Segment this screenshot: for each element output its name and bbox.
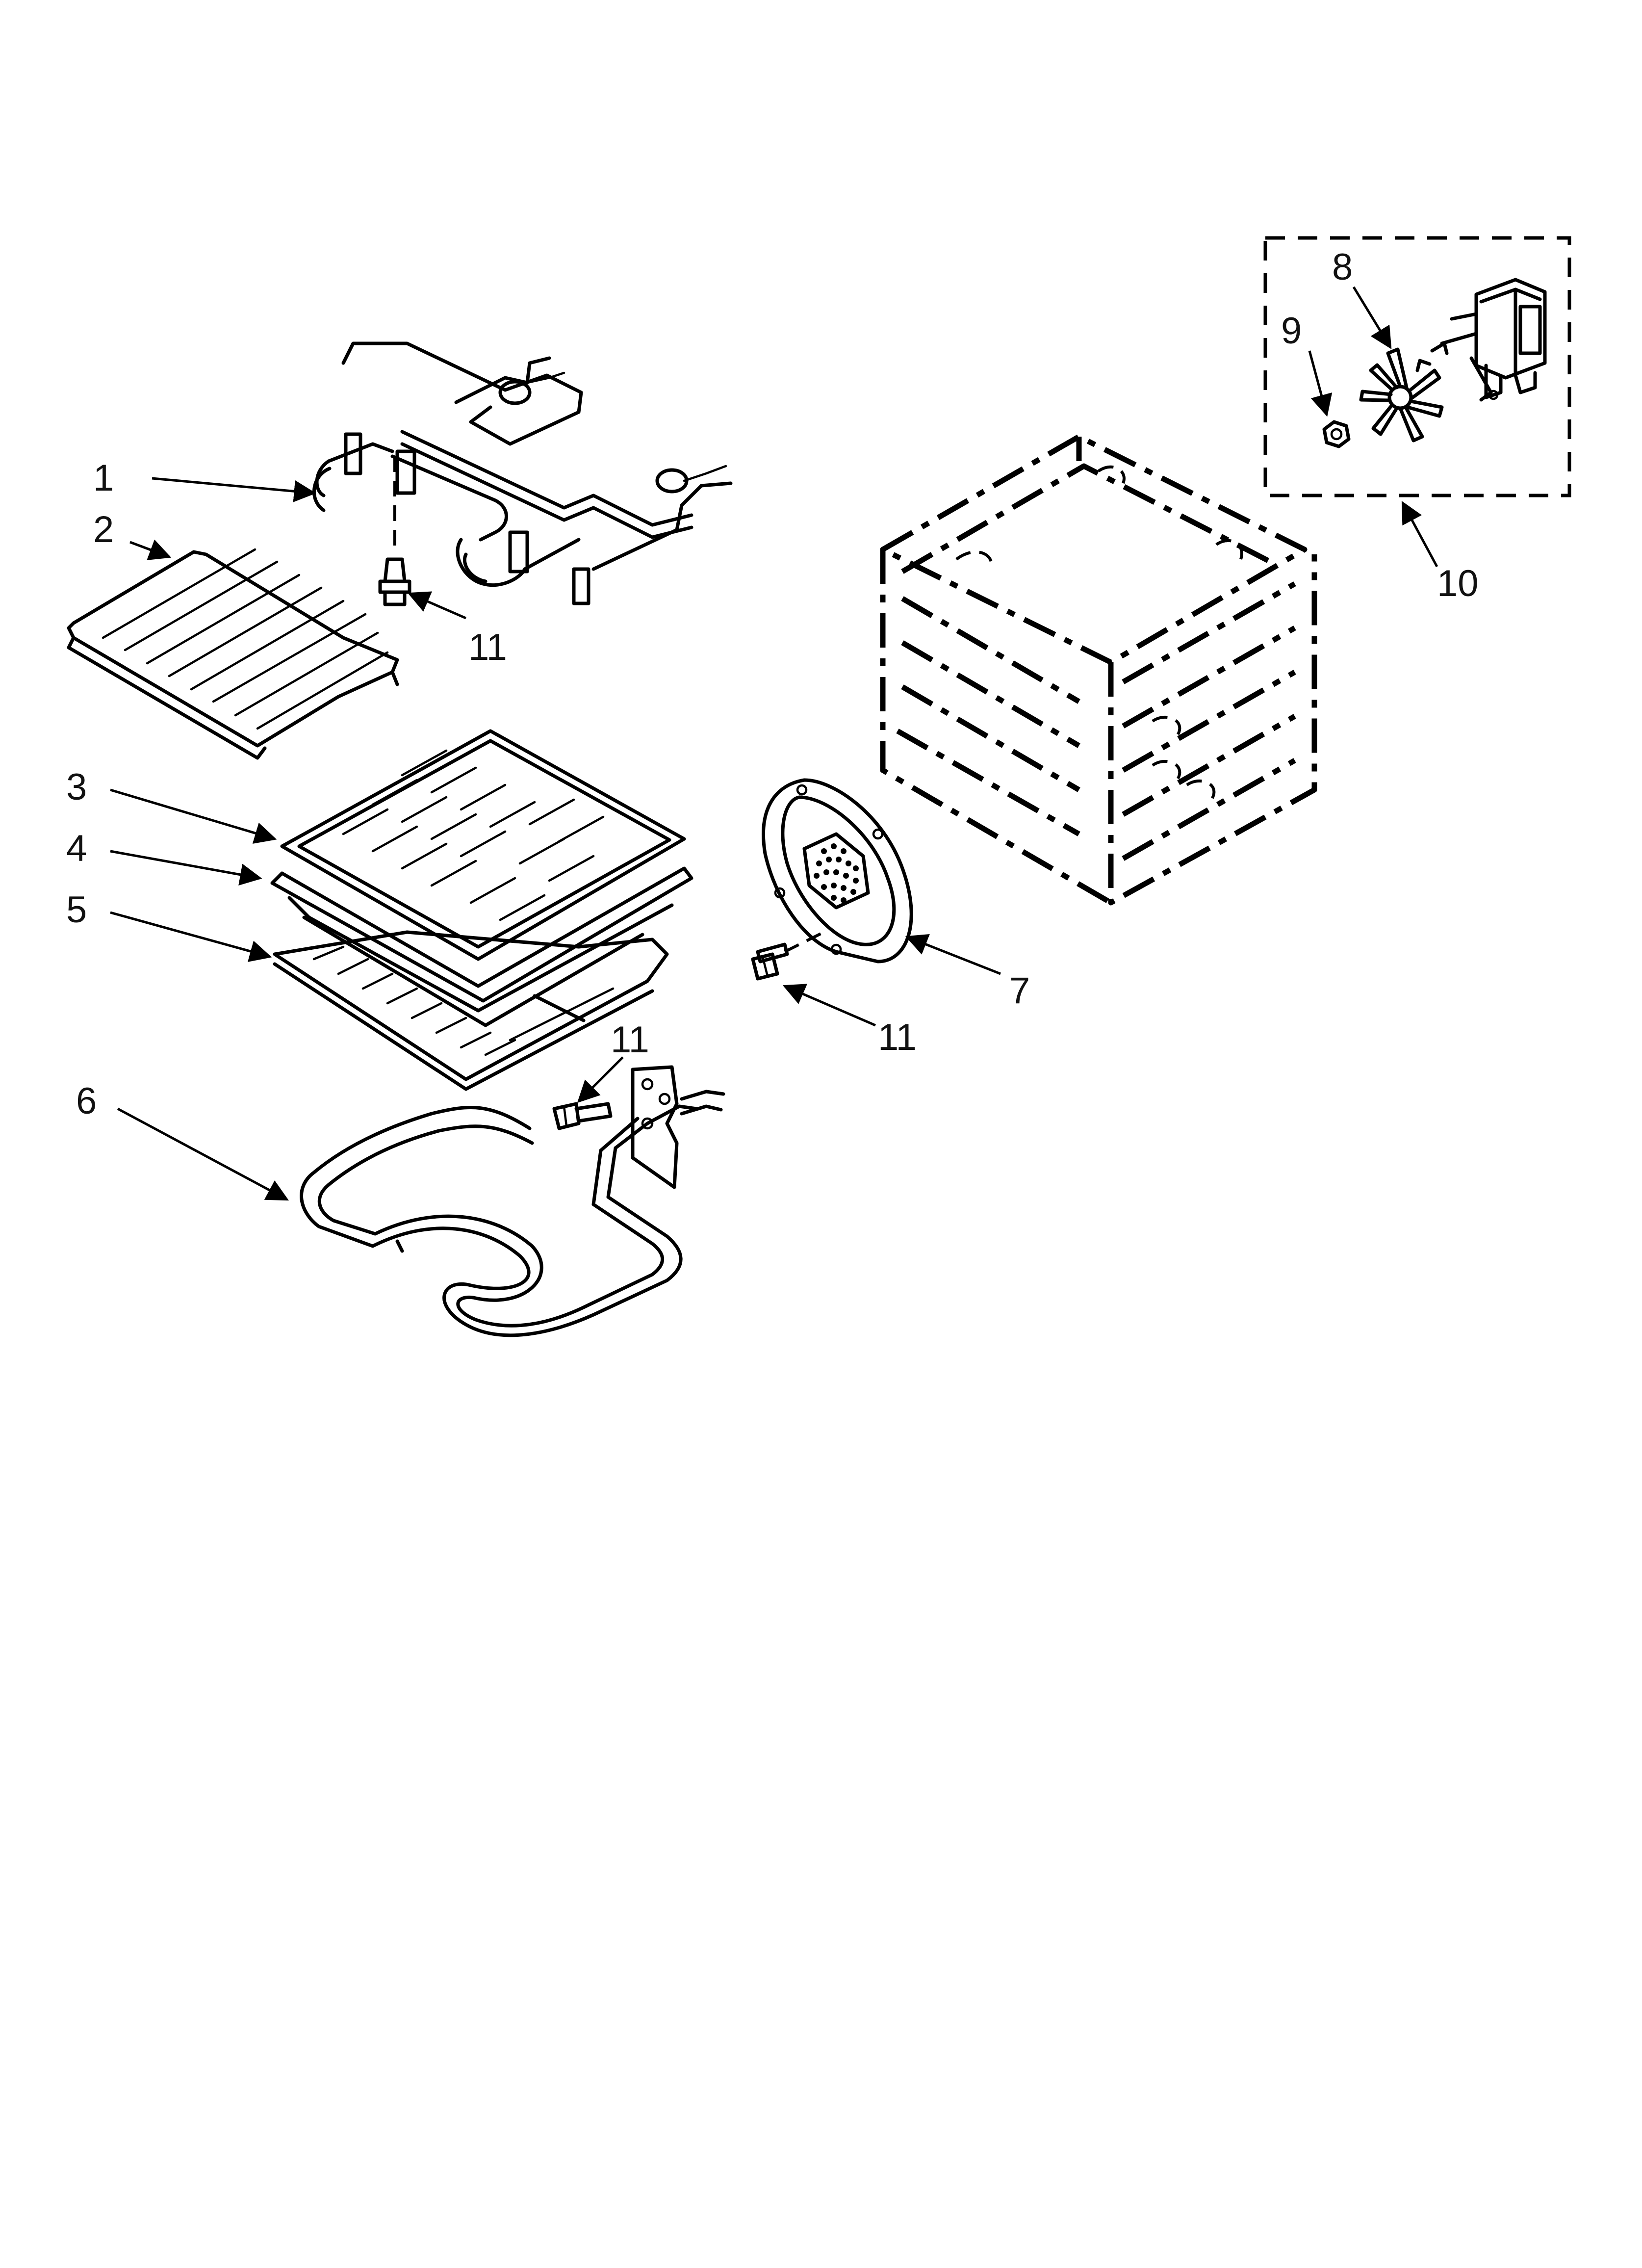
fan-motor-assembly-box xyxy=(1263,236,1571,497)
leader-4 xyxy=(110,850,262,886)
bake-element-screw-part xyxy=(552,1102,613,1130)
leader-2 xyxy=(129,539,172,560)
callout-5: 5 xyxy=(66,889,87,931)
callout-3: 3 xyxy=(66,766,87,808)
callout-8: 8 xyxy=(1332,246,1353,288)
nut-part xyxy=(1322,420,1351,448)
callout-10: 10 xyxy=(1437,563,1479,604)
callout-11-right: 11 xyxy=(878,1017,917,1058)
broil-pan-liner-part xyxy=(273,930,669,1091)
oven-rack-part xyxy=(67,548,399,760)
broil-pan-part xyxy=(270,866,693,1027)
callout-9: 9 xyxy=(1281,310,1302,352)
callout-1: 1 xyxy=(93,457,114,499)
callout-11-top: 11 xyxy=(468,626,507,668)
leader-6 xyxy=(117,1107,289,1201)
leader-8 xyxy=(1352,286,1392,349)
leader-3 xyxy=(110,788,277,844)
leader-11a xyxy=(407,591,466,620)
callout-11-bottom: 11 xyxy=(611,1019,649,1061)
fan-motor-part xyxy=(1430,278,1547,402)
screw-part xyxy=(378,557,411,606)
callout-labels: 1 2 3 4 5 6 7 8 9 10 11 11 11 xyxy=(66,246,1479,1122)
baffle-screw-part xyxy=(751,942,789,981)
bake-element-part xyxy=(300,1065,725,1337)
callout-6: 6 xyxy=(76,1080,97,1122)
leader-1 xyxy=(152,477,316,502)
baffle-perforations xyxy=(814,843,859,903)
leader-11c xyxy=(577,1056,624,1103)
callout-4: 4 xyxy=(66,828,87,869)
fan-blade-part xyxy=(1359,347,1444,443)
leader-7 xyxy=(905,934,1001,975)
broil-pan-grid-part xyxy=(280,729,686,961)
leader-5 xyxy=(110,911,272,962)
leader-lines xyxy=(110,286,1438,1201)
leader-11b xyxy=(782,984,876,1027)
callout-7: 7 xyxy=(1009,970,1030,1012)
oven-cavity-reference xyxy=(880,434,1317,906)
broil-element-part xyxy=(312,341,733,605)
callout-2: 2 xyxy=(93,509,114,550)
leader-10 xyxy=(1401,501,1438,568)
leader-9 xyxy=(1308,350,1333,417)
fan-baffle-part xyxy=(762,778,913,964)
